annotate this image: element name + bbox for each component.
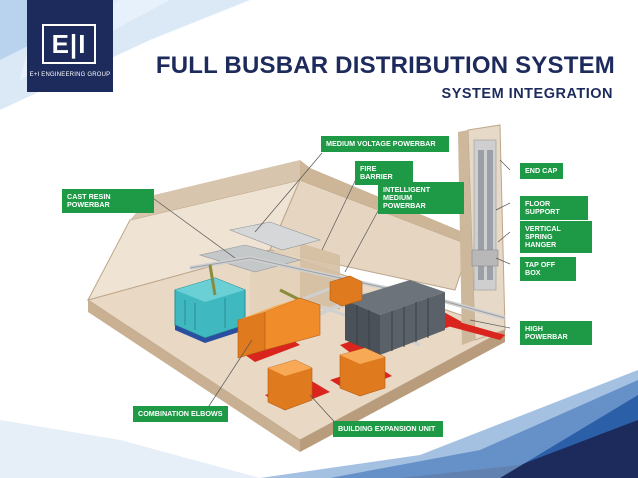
- orange-switchgear: [237, 275, 386, 411]
- label-vertical-spring-hanger: VERTICAL SPRING HANGER: [520, 221, 592, 253]
- label-building-expansion-unit: BUILDING EXPANSION UNIT: [333, 421, 443, 437]
- company-logo: E|I E+I ENGINEERING GROUP: [27, 0, 113, 92]
- leader-lines: [149, 152, 511, 429]
- page-title: FULL BUSBAR DISTRIBUTION SYSTEM: [155, 52, 615, 79]
- label-medium-voltage-powerbar: MEDIUM VOLTAGE POWERBAR: [321, 136, 449, 152]
- logo-company-name: E+I ENGINEERING GROUP: [29, 72, 111, 78]
- label-cast-resin-powerbar: CAST RESIN POWERBAR: [62, 189, 154, 213]
- label-floor-support: FLOOR SUPPORT: [520, 196, 588, 220]
- server-racks: [345, 280, 445, 355]
- page-subtitle: SYSTEM INTEGRATION: [441, 86, 613, 102]
- label-high-powerbar: HIGH POWERBAR: [520, 321, 592, 345]
- label-combination-elbows: COMBINATION ELBOWS: [133, 406, 228, 422]
- label-intelligent-medium-powerbar: INTELLIGENT MEDIUM POWERBAR: [378, 182, 464, 214]
- label-end-cap: END CAP: [520, 163, 563, 179]
- label-tap-off-box: TAP OFF BOX: [520, 257, 576, 281]
- logo-mark: E|I: [42, 24, 96, 64]
- label-fire-barrier: FIRE BARRIER: [355, 161, 413, 185]
